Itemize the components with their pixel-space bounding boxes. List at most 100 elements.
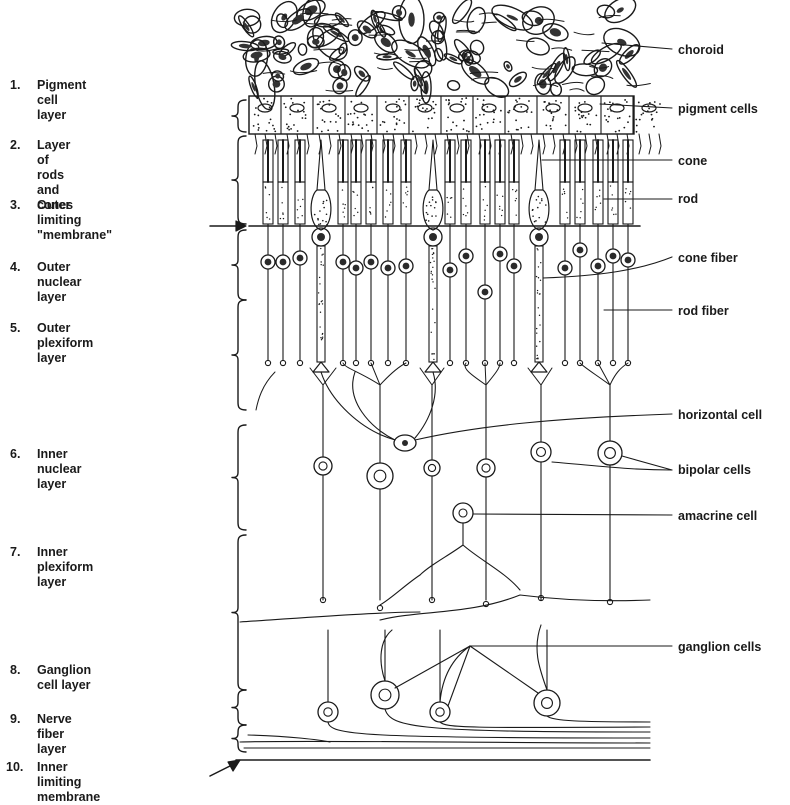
cone-stipple [320, 223, 322, 225]
pigment-granule [578, 102, 580, 104]
pigment-granule [586, 123, 588, 125]
ganglion-axon [385, 709, 650, 732]
rod-stipple [576, 217, 577, 218]
pigment-granule [256, 97, 258, 99]
pigment-granule [328, 100, 330, 102]
pigment-process [403, 134, 405, 154]
pigment-granule [446, 130, 448, 132]
pigment-granule [354, 113, 356, 115]
pigment-granule [428, 118, 430, 120]
pigment-granule [610, 110, 612, 112]
pigment-granule [476, 125, 478, 127]
rod-stipple [355, 208, 356, 209]
pigment-granule [543, 109, 545, 111]
rod-stipple [484, 210, 485, 211]
bipolar-cells-label: bipolar cells [678, 463, 751, 478]
pigment-granule [520, 127, 522, 129]
rod-stipple [612, 207, 613, 208]
pigment-cell-nucleus [354, 104, 368, 112]
cone-fiber-stipple [539, 341, 540, 342]
pigment-granule [551, 112, 553, 114]
rod-stipple [345, 204, 346, 205]
pigment-granule [445, 99, 447, 101]
pigment-granule [460, 101, 462, 103]
cone-fiber-stipple [319, 326, 320, 327]
rod-stipple [389, 204, 390, 205]
pigment-granule [396, 122, 398, 124]
pigment-granule [651, 114, 653, 116]
layer-bracket [232, 300, 246, 410]
rod-inner-segment [461, 182, 471, 224]
pigment-granule [396, 118, 398, 120]
pigment-granule [515, 119, 517, 121]
cone-fiber-stipple [319, 283, 320, 284]
pigment-granule [320, 108, 322, 110]
amacrine-process [420, 523, 520, 590]
rod-nucleus-core [610, 253, 617, 260]
pigment-granule [481, 128, 483, 130]
cone-outer-segment [535, 140, 543, 190]
pigment-granule [513, 108, 515, 110]
pigment-granule [360, 102, 362, 104]
cone-fiber-stipple [432, 309, 433, 310]
pigment-granule [303, 102, 305, 104]
cone-fiber-stipple [538, 266, 539, 267]
cone-stipple [432, 196, 434, 198]
pigment-granule [422, 107, 424, 109]
pigment-granule [468, 131, 470, 133]
pigment-granule [258, 127, 260, 129]
pigment-granule [653, 126, 655, 128]
rod-nucleus-core [482, 289, 489, 296]
pigment-granule [549, 125, 551, 127]
layer-bracket [232, 425, 246, 530]
cone-fiber-stipple [537, 358, 538, 359]
ganglion-cells-label: ganglion cells [678, 640, 761, 655]
pigment-granule [321, 131, 323, 133]
rod-stipple [357, 194, 358, 195]
pigment-granule [548, 102, 550, 104]
rod-stipple [502, 196, 503, 197]
cone-fiber-stipple [432, 254, 433, 255]
amacrine-process [380, 575, 420, 605]
rod-stipple [446, 197, 447, 198]
pigment-granule [578, 114, 580, 116]
cone-fiber-stipple [431, 279, 432, 280]
rod-stipple [499, 208, 500, 209]
choroid-fiber [369, 34, 390, 35]
rod-nucleus-core [265, 259, 272, 266]
cone-fiber-stipple [322, 336, 323, 337]
choroid-nucleus [379, 36, 393, 49]
rod-stipple [625, 201, 626, 202]
pigment-process [467, 134, 469, 154]
ganglion-cell-nucleus [324, 708, 332, 716]
rod-stipple [487, 205, 488, 206]
pigment-granule [477, 98, 479, 100]
pigment-granule [549, 109, 551, 111]
rod-nucleus-core [595, 263, 602, 270]
nerve-fiber-bundle [236, 709, 650, 760]
pigment-granule [654, 101, 656, 103]
pigment-granule [357, 117, 359, 119]
pigment-granule [335, 113, 337, 115]
pigment-granule [553, 116, 555, 118]
rod-inner-segment [401, 182, 411, 224]
pigment-process [329, 134, 331, 154]
pigment-granule [418, 102, 420, 104]
rod-stipple [599, 195, 600, 196]
cone-fiber-stipple [322, 333, 323, 334]
pigment-granule [419, 99, 421, 101]
pigment-granule [316, 127, 318, 129]
rod-stipple [342, 189, 343, 190]
choroid-fiber [426, 41, 440, 42]
cone-fiber [317, 246, 325, 362]
cone-fiber-stipple [430, 273, 431, 274]
cone-fiber-stipple [536, 276, 537, 277]
cone-fiber-stipple [536, 346, 537, 347]
bipolar-cell-nucleus [482, 464, 490, 472]
cone-fiber-stipple [432, 274, 433, 275]
pigment-granule [255, 107, 257, 109]
rod-stipple [385, 216, 386, 217]
nerve-fiber [240, 741, 650, 743]
cone-stipple [538, 217, 540, 219]
choroid-nucleus [250, 51, 263, 60]
